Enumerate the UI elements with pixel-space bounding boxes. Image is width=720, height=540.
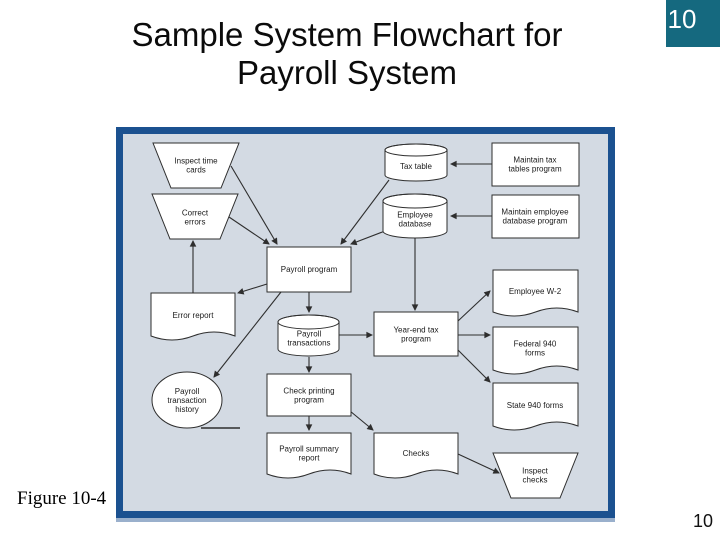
error-report-label: Error report	[173, 311, 215, 320]
edge-payroll-program-to-history	[213, 291, 282, 378]
node-checks: Checks	[373, 432, 459, 479]
state-940-forms-label: State 940 forms	[507, 401, 563, 410]
page-number: 10	[692, 511, 713, 531]
edge-year-end-to-employee-w2	[457, 290, 491, 322]
node-employee-w2: Employee W-2	[492, 269, 579, 317]
edge-inspect-time-cards-to-payroll-program	[230, 165, 278, 245]
edge-tax-table-to-payroll-program	[340, 179, 390, 245]
payroll-program-shape	[266, 246, 352, 293]
employee-w2-label: Employee W-2	[509, 287, 562, 296]
maintain-employee-database-program-shape	[491, 194, 580, 239]
node-state-940-forms: State 940 forms	[492, 382, 579, 431]
title-line-2: Payroll System	[236, 54, 458, 91]
node-tax-table: Tax table	[384, 143, 448, 182]
slide-number-box: 10	[666, 0, 720, 47]
title-line-1: Sample System Flowchart for	[131, 16, 563, 53]
node-payroll-program: Payroll program	[266, 246, 352, 293]
figure-caption: Figure 10-4	[17, 488, 107, 509]
node-error-report: Error report	[150, 292, 236, 341]
year-end-tax-program-shape	[373, 311, 459, 357]
slide-number-top: 10	[667, 4, 697, 34]
federal-940-forms-shape	[492, 326, 579, 375]
edge-payroll-program-to-error-report	[237, 283, 268, 295]
tax-table-label: Tax table	[400, 162, 433, 171]
error-report-shape	[150, 292, 236, 341]
edge-check-printing-to-checks	[349, 410, 374, 431]
edge-correct-errors-to-payroll-program	[228, 216, 270, 245]
edge-year-end-to-state-940	[457, 349, 491, 383]
payroll-transaction-history-shape	[151, 371, 223, 429]
inspect-time-cards-shape	[152, 142, 240, 189]
payroll-transactions-rim	[277, 314, 340, 330]
payroll-program-label: Payroll program	[281, 265, 338, 274]
edge-employee-database-to-payroll-program	[350, 230, 386, 246]
maintain-tax-tables-program-shape	[491, 142, 580, 187]
slide-title: Sample System Flowchart for Payroll Syst…	[0, 16, 694, 92]
payroll-summary-report-shape	[266, 432, 352, 479]
tax-table-rim	[384, 143, 448, 157]
employee-database-rim	[382, 193, 448, 209]
edge-checks-to-inspect-checks	[457, 453, 500, 474]
inspect-checks-shape	[492, 452, 579, 499]
state-940-forms-shape	[492, 382, 579, 431]
employee-w2-shape	[492, 269, 579, 317]
checks-shape	[373, 432, 459, 479]
check-printing-program-shape	[266, 373, 352, 417]
checks-label: Checks	[403, 449, 430, 458]
correct-errors-shape	[151, 193, 239, 240]
